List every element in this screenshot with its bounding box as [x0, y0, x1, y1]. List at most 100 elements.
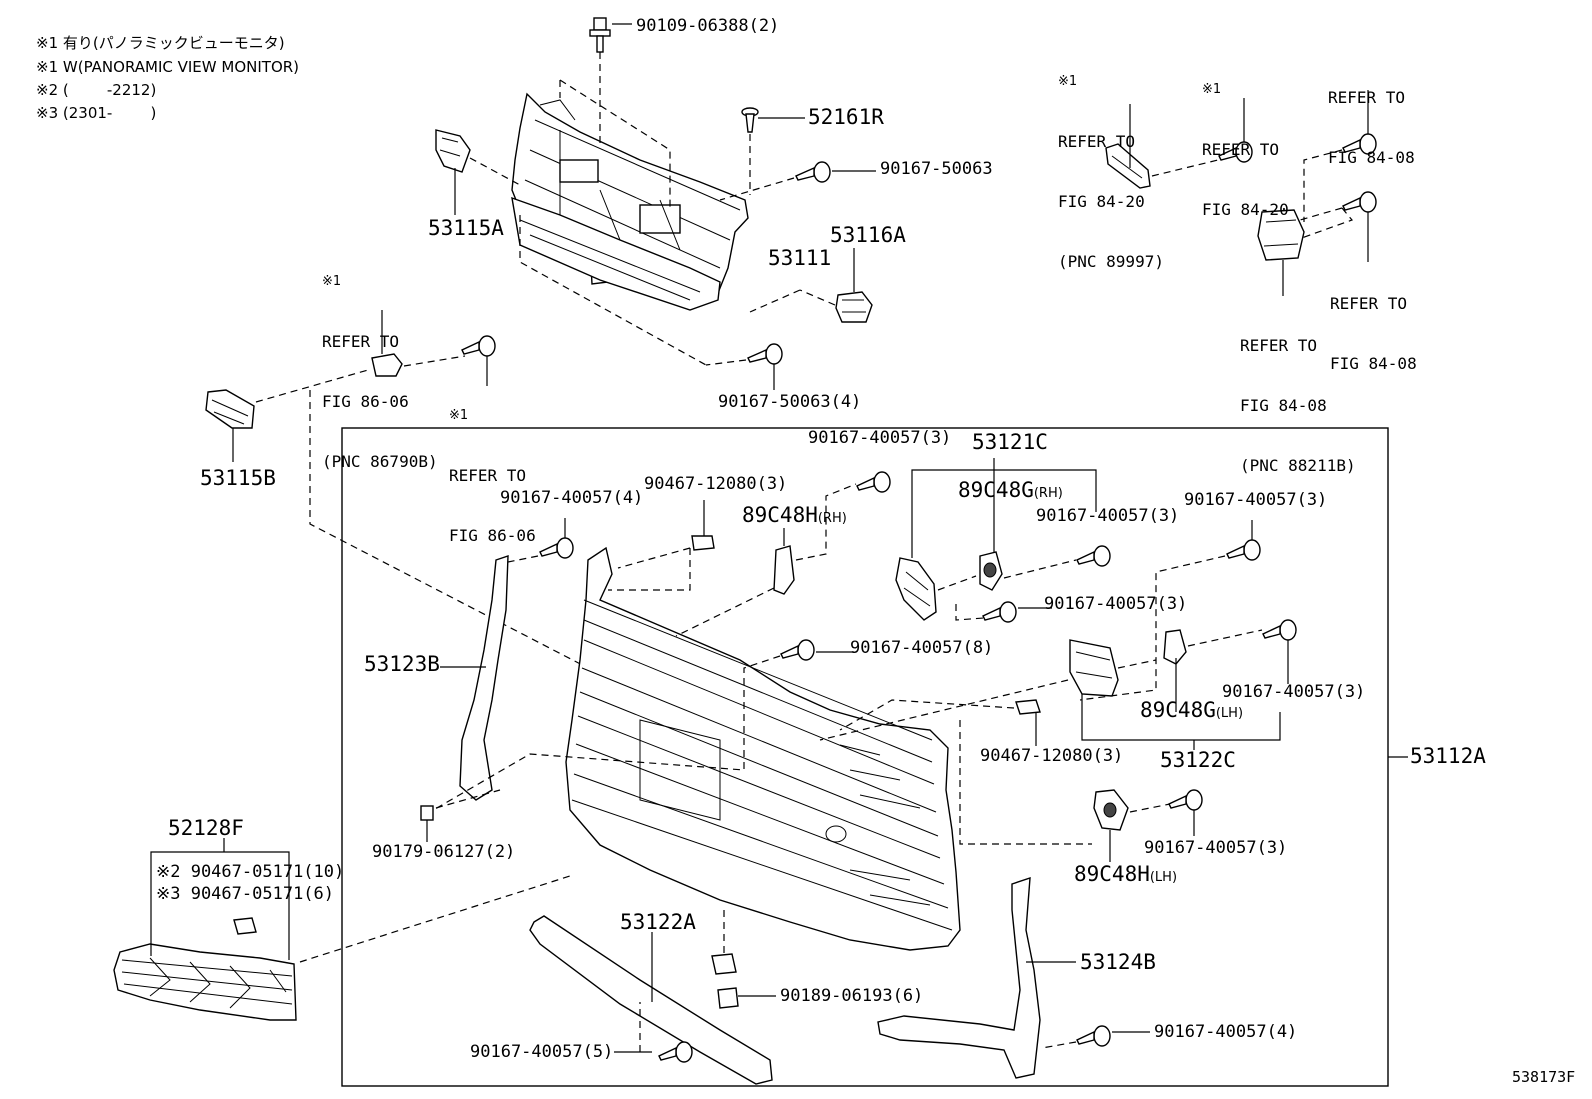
- clip-90189-06193-drawing: [711, 910, 776, 1009]
- note-line-4: ※3 (2301- ): [36, 104, 157, 122]
- label-89C48H-lh-num: 89C48H: [1074, 862, 1150, 886]
- label-89C48H-lh-side: (LH): [1149, 870, 1178, 885]
- module-88211B-drawing: [1257, 209, 1305, 296]
- ref-88211B-line2: FIG 84-08: [1240, 396, 1327, 415]
- label-40057-4-right: 90167-40057(4): [1154, 1022, 1298, 1042]
- ref-88211B-line3: (PNC 88211B): [1240, 456, 1356, 475]
- label-89C48G-rh-num: 89C48G: [958, 478, 1034, 502]
- bracket-53115A-drawing: [435, 129, 521, 215]
- sensor-89C48H-lh-drawing: [1093, 789, 1171, 862]
- ref-84-08-mid: REFER TO FIG 84-08: [1330, 254, 1417, 394]
- ref-84-08-top-line1: REFER TO: [1328, 88, 1406, 107]
- sensor-86790B-drawing: [371, 310, 466, 377]
- ref-86-06-line2: FIG 86-06: [449, 526, 536, 545]
- label-89C48G-lh-side: (LH): [1215, 706, 1244, 721]
- ref-84-08-top-line2: FIG 84-08: [1328, 148, 1415, 167]
- label-40057-3-c: 90167-40057(3): [1044, 594, 1188, 614]
- brace-53123B-drawing: [440, 555, 509, 801]
- screw-40057-5-drawing: [614, 1002, 693, 1063]
- nut-90179-06127-drawing: [420, 789, 501, 842]
- bracket-53121C-drawing: [895, 557, 985, 621]
- bracket-53115B-drawing: [205, 369, 369, 462]
- label-52128F: 52128F: [168, 816, 244, 840]
- bracket-53122C-drawing: [819, 639, 1157, 741]
- note-line-2: ※1 W(PANORAMIC VIEW MONITOR): [36, 58, 300, 76]
- ref-84-20: ※1 REFER TO FIG 84-20: [1202, 40, 1289, 240]
- label-40057-3-top: 90167-40057(3): [808, 428, 952, 448]
- label-53124B: 53124B: [1080, 950, 1156, 974]
- clip-05171-drawing: [233, 917, 257, 935]
- figure-id: 538173F: [1512, 1068, 1576, 1086]
- lower-grille-52128F-drawing: [113, 838, 571, 1021]
- screw-40057-3-c-drawing: [982, 601, 1052, 623]
- label-40057-3-d: 90167-40057(3): [1222, 682, 1366, 702]
- ref-88211B-line1: REFER TO: [1240, 336, 1318, 355]
- sensor-89C48G-lh-drawing: [1163, 629, 1263, 665]
- ref-84-08-mid-line1: REFER TO: [1330, 294, 1408, 313]
- label-12080-3: 90467-12080(3): [644, 474, 788, 494]
- front-grille-53112A-drawing: [565, 546, 961, 951]
- label-90179-06127: 90179-06127(2): [372, 842, 516, 862]
- ref-86790B: ※1 REFER TO FIG 86-06 (PNC 86790B): [322, 232, 438, 492]
- label-53121C: 53121C: [972, 430, 1048, 454]
- ref-89997: ※1 REFER TO FIG 84-20 (PNC 89997): [1058, 32, 1164, 292]
- label-89C48H-rh-side: (RH): [817, 511, 847, 526]
- label-40057-3-e: 90167-40057(3): [1144, 838, 1288, 858]
- label-89C48G-lh-num: 89C48G: [1140, 698, 1216, 722]
- group-53121C-bracket: [911, 458, 1097, 558]
- screw-84-08-mid-drawing: [1295, 191, 1377, 262]
- note-line-3: ※2 ( -2212): [36, 81, 157, 99]
- screw-40057-3-d-drawing: [1262, 619, 1297, 684]
- label-53122A: 53122A: [620, 910, 696, 934]
- screw-40057-3-e-drawing: [1168, 789, 1203, 836]
- screw-40057-3-b-drawing: [1079, 520, 1261, 701]
- screw-84-20-drawing: [1218, 98, 1253, 163]
- bracket-53116A-drawing: [749, 248, 873, 323]
- screw-90167-50063-4-drawing: [519, 79, 783, 390]
- label-53116A: 53116A: [830, 223, 906, 247]
- label-89C48G-lh: 89C48G(LH): [1140, 700, 1243, 721]
- screw-90167-50063-drawing: [719, 161, 876, 201]
- sensor-89997-drawing: [1105, 104, 1219, 189]
- ref-84-08-mid-line2: FIG 84-08: [1330, 354, 1417, 373]
- ref-86-06: ※1 REFER TO FIG 86-06: [449, 366, 536, 566]
- ref-86790B-mark: ※1: [322, 274, 342, 289]
- screw-40057-3-top-drawing: [856, 471, 891, 493]
- screw-40057-4-left-drawing: [507, 518, 574, 563]
- label-53112A: 53112A: [1410, 744, 1486, 768]
- label-53111: 53111: [768, 246, 832, 270]
- ref-86790B-line3: (PNC 86790B): [322, 452, 438, 471]
- ref-84-08-top: REFER TO FIG 84-08: [1328, 48, 1415, 188]
- ref-84-20-line1: REFER TO: [1202, 140, 1280, 159]
- label-40057-3-b: 90167-40057(3): [1184, 490, 1328, 510]
- label-40057-4-left: 90167-40057(4): [500, 488, 644, 508]
- ref-84-20-mark: ※1: [1202, 82, 1222, 97]
- label-40057-3-a: 90167-40057(3): [1036, 506, 1180, 526]
- label-89C48G-rh: 89C48G(RH): [958, 480, 1063, 501]
- label-40057-5: 90167-40057(5): [470, 1042, 614, 1062]
- label-05171-6: ※3 90467-05171(6): [156, 884, 335, 904]
- label-90167-50063: 90167-50063: [880, 159, 993, 179]
- molding-53122A-drawing: [529, 915, 773, 1085]
- clip-12080-right-drawing: [839, 699, 1092, 845]
- ref-88211B: REFER TO FIG 84-08 (PNC 88211B): [1240, 296, 1356, 496]
- label-53122C: 53122C: [1160, 748, 1236, 772]
- group-53122C-bracket: [1081, 658, 1281, 750]
- label-53115B: 53115B: [200, 466, 276, 490]
- ref-86-06-mark: ※1: [449, 408, 469, 423]
- label-53123B: 53123B: [364, 652, 440, 676]
- ref-86-06-line1: REFER TO: [449, 466, 527, 485]
- ref-89997-line2: FIG 84-20: [1058, 192, 1145, 211]
- label-05171-10: ※2 90467-05171(10): [156, 862, 345, 882]
- sensor-89C48G-rh-drawing: [979, 551, 1077, 591]
- label-90189-06193: 90189-06193(6): [780, 986, 924, 1006]
- label-89C48G-rh-side: (RH): [1033, 486, 1063, 501]
- screw-84-08-top-drawing: [1303, 90, 1377, 222]
- label-90109-06388: 90109-06388(2): [636, 16, 780, 36]
- ref-86790B-line2: FIG 86-06: [322, 392, 409, 411]
- label-89C48H-rh: 89C48H(RH): [742, 505, 847, 526]
- grille-support-53111-drawing: [511, 92, 749, 311]
- sensor-89C48H-rh-drawing: [675, 483, 857, 637]
- label-52161R: 52161R: [808, 105, 884, 129]
- label-90167-50063-4: 90167-50063(4): [718, 392, 862, 412]
